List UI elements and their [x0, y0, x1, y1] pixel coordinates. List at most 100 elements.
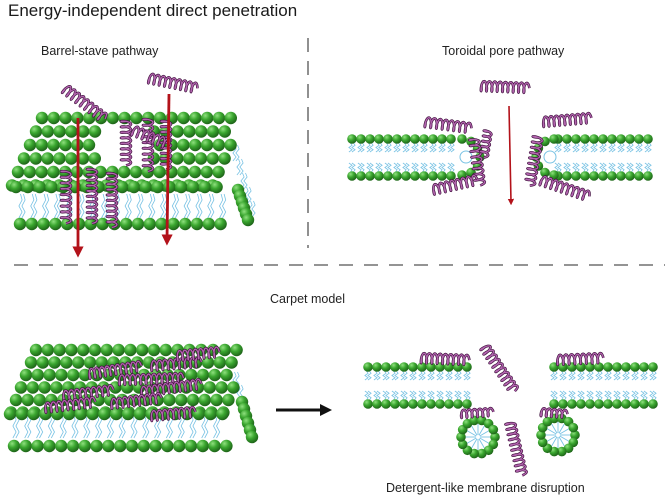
- lipid-head: [29, 343, 43, 357]
- lipid-head: [476, 448, 487, 459]
- lipid-head: [453, 362, 463, 372]
- lipid-tail: [608, 142, 616, 153]
- lipid-head: [38, 381, 51, 394]
- lipid-head: [208, 439, 221, 453]
- lipid-tail: [631, 390, 639, 401]
- lipid-head: [124, 343, 137, 357]
- lipid-tail: [551, 436, 558, 447]
- lipid-head: [41, 152, 54, 165]
- lipid-tail: [400, 370, 408, 381]
- lipid-head: [177, 138, 190, 152]
- lipid-head: [356, 134, 366, 144]
- lipid-head: [356, 171, 366, 181]
- lipid-head: [549, 134, 559, 144]
- lipid-tail: [195, 193, 203, 219]
- lipid-tail: [393, 162, 401, 173]
- lipid-head: [549, 399, 559, 409]
- lipid-tail: [366, 142, 374, 153]
- lipid-head: [562, 171, 572, 181]
- lipid-tail: [160, 193, 168, 219]
- lipid-tail: [546, 435, 557, 442]
- lipid-tail: [420, 142, 428, 153]
- lipid-head: [35, 111, 49, 125]
- lipid-head: [372, 399, 382, 409]
- lipid-head: [488, 424, 499, 435]
- lipid-head: [567, 399, 577, 409]
- lipid-tail: [348, 142, 356, 153]
- lipid-head: [365, 171, 375, 181]
- lipid-tail: [364, 370, 372, 381]
- lipid-head: [19, 368, 33, 382]
- lipid-tail: [559, 428, 570, 435]
- lipid-head: [490, 432, 500, 442]
- lipid-head: [594, 362, 604, 372]
- lipid-head: [374, 134, 384, 144]
- lipid-head: [594, 399, 604, 409]
- lipid-tail: [581, 142, 589, 153]
- lipid-head: [603, 399, 613, 409]
- lipid-head: [175, 393, 188, 407]
- lipid-head: [83, 356, 97, 369]
- lipid-tail: [427, 370, 435, 381]
- lipid-head: [634, 134, 644, 144]
- peptide-helix-highlight: [176, 346, 221, 362]
- lipid-head: [224, 138, 237, 152]
- lipid-head: [365, 134, 375, 144]
- lipid-tail: [393, 142, 401, 153]
- lipid-tail: [644, 142, 652, 153]
- lipid-head: [21, 393, 34, 407]
- lipid-head: [410, 171, 420, 181]
- lipid-head: [643, 134, 653, 144]
- lipid-tail: [366, 162, 374, 173]
- lipid-tail: [586, 390, 594, 401]
- lipid-tail: [171, 193, 179, 219]
- lipid-head: [444, 399, 454, 409]
- lipid-tail: [595, 390, 603, 401]
- lipid-head: [155, 217, 168, 231]
- lipid-head: [190, 217, 204, 231]
- lipid-tail: [563, 142, 571, 153]
- lipid-tail: [466, 430, 477, 437]
- lipid-head: [571, 171, 581, 181]
- lipid-head: [33, 393, 46, 407]
- lipid-head: [7, 439, 21, 453]
- lipid-tail: [445, 370, 453, 381]
- lipid-head: [14, 381, 28, 394]
- lipid-head: [65, 125, 78, 138]
- lipid-head: [39, 407, 52, 421]
- peptide-helix-highlight: [86, 168, 98, 225]
- lipid-tail: [626, 162, 634, 173]
- lipid-head: [570, 430, 580, 440]
- peptide-helix-highlight: [525, 135, 543, 187]
- lipid-tail: [478, 438, 485, 449]
- peptide-helix-highlight: [556, 352, 605, 366]
- lipid-tail: [183, 193, 191, 219]
- lipid-tail: [438, 142, 446, 153]
- lipid-head: [612, 362, 622, 372]
- peptide-helix-highlight: [61, 85, 108, 121]
- lipid-head: [141, 165, 154, 179]
- lipid-head: [159, 343, 172, 357]
- lipid-head: [630, 399, 640, 409]
- lipid-head: [224, 111, 237, 125]
- lipid-tail: [640, 390, 648, 401]
- lipid-head: [457, 439, 468, 450]
- lipid-head: [196, 439, 209, 453]
- figure-title: Energy-independent direct penetration: [8, 1, 298, 20]
- lipid-tail: [207, 193, 215, 219]
- lipid-head: [381, 362, 391, 372]
- lipid-head: [392, 171, 402, 181]
- lipid-tail: [373, 390, 381, 401]
- lipid-head: [173, 439, 186, 453]
- lipid-head: [15, 407, 28, 421]
- lipid-tail: [626, 142, 634, 153]
- lipid-tail: [382, 390, 390, 401]
- lipid-head: [621, 362, 631, 372]
- lipid-head: [347, 171, 357, 181]
- lipid-tail: [466, 437, 477, 444]
- lipid-tail-core: [543, 150, 557, 164]
- lipid-head: [206, 152, 219, 165]
- lipid-head: [43, 368, 56, 382]
- lipid-head: [121, 407, 135, 421]
- lipid-head: [24, 356, 38, 369]
